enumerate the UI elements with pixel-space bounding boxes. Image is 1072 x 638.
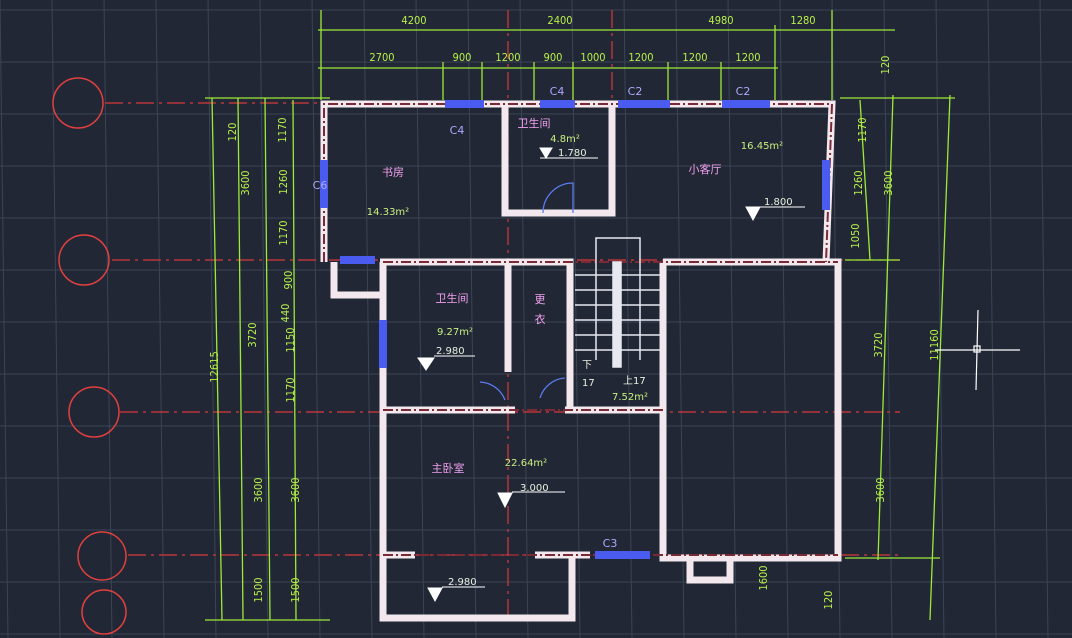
grid-line xyxy=(675,0,685,638)
dim-label: 900 xyxy=(282,271,295,290)
window-label: C2 xyxy=(736,85,751,98)
windows xyxy=(320,100,830,559)
right-dimensions: 120 1170 1260 1050 3600 3720 11160 3600 … xyxy=(757,56,941,610)
dim-label: 120 xyxy=(226,123,239,142)
grid-line xyxy=(311,0,321,638)
dim-label: 3600 xyxy=(289,477,302,502)
window-label: C4 xyxy=(550,85,565,98)
window-label: C2 xyxy=(628,85,643,98)
dim-label: 1150 xyxy=(284,327,297,352)
grid-line xyxy=(415,0,425,638)
dim-label: 3600 xyxy=(874,477,887,502)
dim-label: 1500 xyxy=(289,577,302,602)
dim-label: 1200 xyxy=(682,51,707,64)
room-area-bathroom-mid: 9.27m² xyxy=(437,327,473,338)
room-area-master-bedroom: 22.64m² xyxy=(505,458,547,469)
axis-bubble xyxy=(77,531,127,581)
dim-label: 1170 xyxy=(276,117,289,142)
level-bathroom-top: 1.780 xyxy=(558,148,587,159)
room-name-master-bedroom: 主卧室 xyxy=(432,461,465,475)
dim-label: 3600 xyxy=(239,170,252,195)
grid-line xyxy=(51,0,61,638)
window-label: C6 xyxy=(313,179,328,192)
room-area-small-living: 16.45m² xyxy=(741,141,783,152)
dim-label: 1500 xyxy=(252,577,265,602)
stair-up-label: 上17 xyxy=(623,375,646,387)
dim-label: 1170 xyxy=(284,377,297,402)
dim-label: 12615 xyxy=(208,351,221,382)
axis-bubble xyxy=(68,386,120,438)
grid-line xyxy=(207,0,217,638)
dim-label: 440 xyxy=(279,304,292,323)
staircase xyxy=(575,237,660,368)
left-dimensions: 12615 120 3600 3720 3600 1500 1170 1260 … xyxy=(208,117,302,602)
grid-line xyxy=(155,0,165,638)
room-area-stair: 7.52m² xyxy=(612,392,648,403)
window-labels: C4 C2 C2 C4 C6 C3 xyxy=(313,85,751,550)
doors xyxy=(479,182,574,401)
dim-label: 1170 xyxy=(856,117,869,142)
room-name-bathroom-top: 卫生间 xyxy=(518,116,551,130)
dim-label: 1260 xyxy=(852,170,865,195)
grid-line xyxy=(467,0,477,638)
level-bathroom-mid: 2.980 xyxy=(436,346,465,357)
dim-label: 3720 xyxy=(872,332,885,357)
top-dimensions: 4200 2400 4980 1280 2700 900 1200 900 10… xyxy=(369,14,815,64)
room-name-study: 书房 xyxy=(382,166,404,179)
dim-label: 120 xyxy=(822,591,835,610)
dim-label: 1200 xyxy=(735,51,760,64)
axis-bubble xyxy=(81,589,127,635)
dim-label: 3720 xyxy=(246,322,259,347)
dim-label: 2700 xyxy=(369,51,394,64)
room-area-study: 14.33m² xyxy=(367,207,409,218)
level-small-living: 1.800 xyxy=(764,197,793,208)
dim-label: 1260 xyxy=(277,169,290,194)
dim-label: 2400 xyxy=(547,14,572,27)
dim-label: 1200 xyxy=(495,51,520,64)
room-labels: 书房 14.33m² 卫生间 4.8m² 1.780 小客厅 16.45m² 1… xyxy=(367,116,793,588)
stair-down-label: 下 xyxy=(582,360,592,371)
dim-label: 4980 xyxy=(708,14,733,27)
room-name-bathroom-mid: 卫生间 xyxy=(436,291,469,305)
dim-label: 1000 xyxy=(580,51,605,64)
dim-label: 1050 xyxy=(849,223,862,248)
room-name-dressing: 衣 xyxy=(535,312,546,326)
level-master-bedroom: 3.000 xyxy=(520,483,549,494)
grid-line xyxy=(1039,0,1049,638)
dim-label: 3600 xyxy=(252,477,265,502)
dim-label: 3600 xyxy=(882,170,895,195)
grid-line xyxy=(935,0,945,638)
room-area-bathroom-top: 4.8m² xyxy=(550,134,580,145)
level-balcony: 2.980 xyxy=(448,577,477,588)
room-name-dressing: 更 xyxy=(535,293,546,306)
dim-label: 1600 xyxy=(757,565,770,590)
grid-line xyxy=(779,0,789,638)
grid-line xyxy=(259,0,269,638)
stair-down-count: 17 xyxy=(582,378,595,389)
grid-line xyxy=(519,0,529,638)
dim-label: 1280 xyxy=(790,14,815,27)
level-markers xyxy=(417,147,805,603)
axis-bubble xyxy=(58,234,110,286)
dim-label: 4200 xyxy=(401,14,426,27)
dim-label: 1170 xyxy=(277,220,290,245)
dim-label: 11160 xyxy=(928,329,941,360)
grid-line xyxy=(0,0,9,638)
window-label: C3 xyxy=(603,537,618,550)
grid-line xyxy=(363,0,373,638)
room-name-small-living: 小客厅 xyxy=(689,162,722,176)
crosshair-cursor-icon xyxy=(935,309,1020,391)
axis-bubble xyxy=(52,77,104,129)
dimension-lines xyxy=(205,10,955,621)
window-label: C4 xyxy=(450,124,465,137)
dim-label: 1200 xyxy=(628,51,653,64)
grid-line xyxy=(103,0,113,638)
dim-label: 900 xyxy=(544,51,563,64)
dim-label: 900 xyxy=(453,51,472,64)
grid-line xyxy=(883,0,893,638)
walls xyxy=(320,100,842,622)
grid-line xyxy=(987,0,997,638)
dim-label: 120 xyxy=(879,56,892,75)
